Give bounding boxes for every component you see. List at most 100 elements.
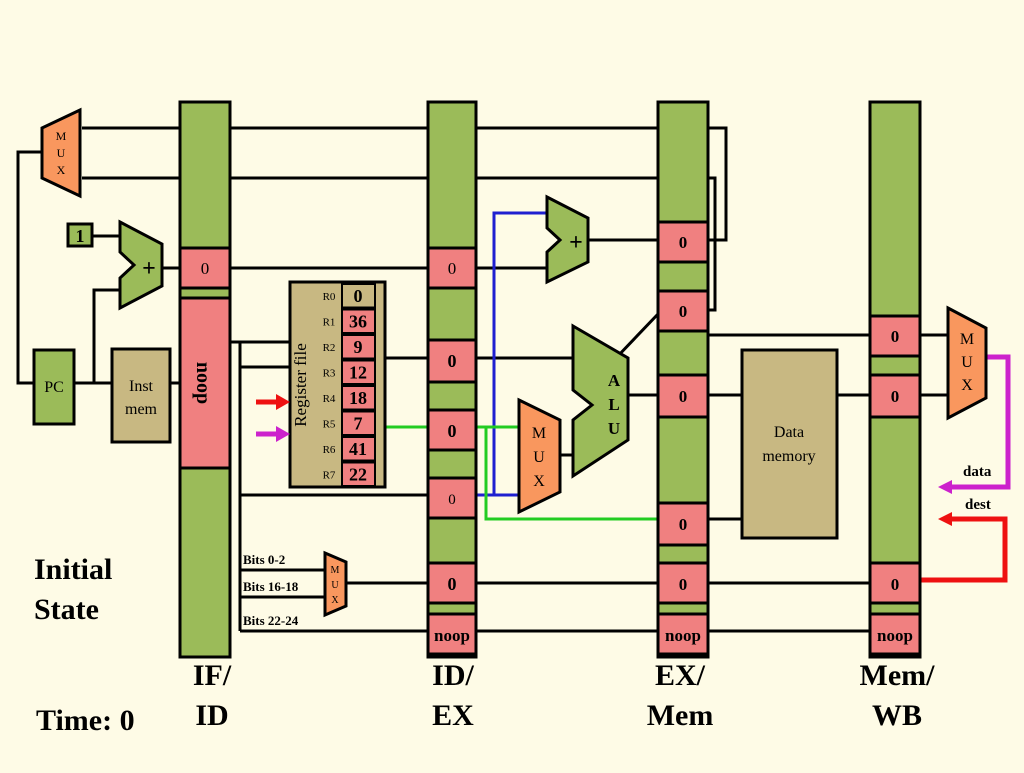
dest-mux-letter-x: X xyxy=(331,595,339,606)
register-value: 22 xyxy=(349,465,367,485)
id-ex-offset-latch xyxy=(426,476,478,520)
register-value: 41 xyxy=(349,439,367,459)
bits-16-18-label: Bits 16-18 xyxy=(243,579,299,594)
constant-one-box xyxy=(66,222,94,248)
id-ex-label-1: ID/ xyxy=(432,659,474,692)
ex-mem-regb-latch xyxy=(656,501,710,547)
branch-adder xyxy=(545,194,590,285)
bits-22-24-label: Bits 22-24 xyxy=(243,613,299,628)
alu-mux-letter-x: X xyxy=(533,473,545,490)
register-name: R6 xyxy=(323,444,336,456)
id-ex-offset-value: 0 xyxy=(448,492,456,508)
write-dest-arrow-icon xyxy=(276,426,290,442)
if-id-pc-latch xyxy=(178,246,232,290)
writeback-data-wire xyxy=(948,354,1011,490)
alu-zero-wire xyxy=(614,312,660,360)
mem-wb-dest-latch xyxy=(868,561,922,605)
alu-mux-letter-u: U xyxy=(533,449,545,466)
data-arrow-icon xyxy=(938,480,952,494)
dest-mux xyxy=(323,550,348,618)
register-value: 36 xyxy=(349,312,367,332)
mem-wb-stage-label: Mem/ WB xyxy=(848,656,946,736)
alu-letter-l: L xyxy=(608,395,619,414)
ex-mem-target-latch xyxy=(656,220,710,264)
register-cell xyxy=(341,359,376,385)
mem-wb-alu-latch xyxy=(868,373,922,419)
writeback-mux xyxy=(946,305,988,421)
id-ex-stage-label: ID/ EX xyxy=(418,656,488,736)
register-cell xyxy=(341,385,376,411)
branch-zero-wire xyxy=(82,176,717,312)
constant-one-value: 1 xyxy=(76,226,85,246)
id-ex-label-2: EX xyxy=(432,699,474,732)
id-ex-pc-value: 0 xyxy=(448,259,457,278)
register-name: R2 xyxy=(323,342,336,354)
state-line-1: Initial xyxy=(34,553,113,586)
data-memory xyxy=(740,348,839,540)
ex-mem-alu-value: 0 xyxy=(679,387,688,406)
mem-wb-opcode-value: noop xyxy=(877,626,913,645)
mem-wb-label-1: Mem/ xyxy=(859,659,935,692)
state-line-2: State xyxy=(34,593,99,626)
ex-mem-stage-label: EX/ Mem xyxy=(634,656,726,736)
register-value: 18 xyxy=(349,388,367,408)
alu-letter-a: A xyxy=(608,371,621,390)
register-cell xyxy=(341,461,376,487)
ex-mem-alu-latch xyxy=(656,373,710,419)
write-data-arrow-icon xyxy=(276,394,290,410)
register-name: R3 xyxy=(323,368,336,380)
data-label: data xyxy=(963,464,992,480)
if-id-stage-label: IF/ ID xyxy=(182,656,242,736)
ex-mem-dest-value: 0 xyxy=(679,575,688,594)
ex-mem-zero-latch xyxy=(656,289,710,333)
register-value: 12 xyxy=(349,363,367,383)
data-mem-label-1: Data xyxy=(774,424,804,441)
register-name: R1 xyxy=(323,317,336,329)
mem-wb-label-2: WB xyxy=(871,699,922,732)
id-ex-regb-latch xyxy=(426,408,478,452)
pc-register xyxy=(32,348,76,426)
dest-label: dest xyxy=(965,497,991,513)
inst-mem-label-1: Inst xyxy=(129,378,154,395)
alu-input-mux xyxy=(517,397,562,515)
ex-mem-regb-value: 0 xyxy=(679,515,688,534)
pc-adder-plus: + xyxy=(142,256,156,282)
id-ex-rega-latch xyxy=(426,338,478,384)
alu-mux-letter-m: M xyxy=(532,425,546,442)
fetch-mux-letter-u: U xyxy=(57,146,66,160)
register-name: R0 xyxy=(323,291,336,303)
pc-label: PC xyxy=(44,379,64,396)
inst-mem-label-2: mem xyxy=(125,401,158,418)
ex-mem-opcode-latch xyxy=(656,612,710,656)
mem-wb-alu-value: 0 xyxy=(891,387,900,406)
ex-mem-label-1: EX/ xyxy=(654,659,705,692)
mem-wb-data-latch xyxy=(868,314,922,358)
ex-mem-target-value: 0 xyxy=(679,233,688,252)
register-value: 9 xyxy=(354,337,363,357)
register-name: R4 xyxy=(323,393,336,405)
mem-wb-data-value: 0 xyxy=(891,327,900,346)
mem-wb-dest-value: 0 xyxy=(891,575,900,594)
fetch-mux-letter-x: X xyxy=(57,163,66,177)
wb-mux-letter-m: M xyxy=(960,331,974,348)
wb-mux-letter-u: U xyxy=(961,354,973,371)
id-ex-opcode-value: noop xyxy=(434,626,470,645)
dest-mux-letter-m: M xyxy=(331,565,340,576)
state-caption: Initial State xyxy=(34,550,112,630)
regb-forward-green-wire xyxy=(484,427,658,521)
wb-mux-letter-x: X xyxy=(961,377,973,394)
ex-mem-zero-value: 0 xyxy=(679,302,688,321)
if-id-label-1: IF/ xyxy=(192,659,232,692)
ex-mem-dest-latch xyxy=(656,561,710,605)
fetch-mux-letter-m: M xyxy=(56,129,67,143)
mem-wb-opcode-latch xyxy=(868,612,922,656)
pc-adder xyxy=(118,219,164,311)
fetch-mux xyxy=(40,107,82,199)
id-ex-dest-latch xyxy=(426,561,478,605)
mux-to-pc-wire xyxy=(16,150,44,385)
dest-arrow-icon xyxy=(938,512,952,526)
register-cell xyxy=(341,283,376,309)
if-id-instruction-value: noop xyxy=(192,362,214,404)
